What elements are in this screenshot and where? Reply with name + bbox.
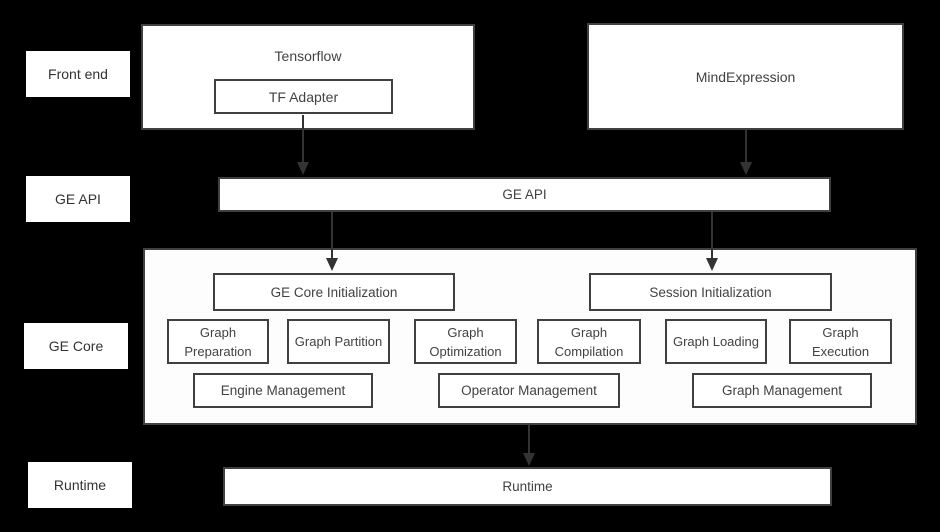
operator-management-box: Operator Management	[438, 373, 620, 408]
row-label-text: GE Core	[48, 338, 104, 354]
graph-partition-box: Graph Partition	[287, 319, 390, 364]
arrow-mind-expression-to-ge-api	[745, 130, 747, 162]
arrow-ge-core-to-runtime	[528, 425, 530, 453]
graph-partition-label: Graph Partition	[294, 334, 383, 349]
engine-management-label: Engine Management	[220, 383, 346, 398]
mind-expression-label: MindExpression	[695, 68, 796, 85]
arrow-ge-api-to-session-initialization	[711, 212, 713, 258]
tf-adapter-box: TF Adapter	[214, 79, 393, 114]
ge-core-initialization-box: GE Core Initialization	[213, 273, 455, 311]
graph-preparation-label: Graph Preparation	[184, 324, 252, 359]
row-label-front-end: Front end	[26, 51, 130, 97]
graph-execution-box: Graph Execution	[789, 319, 892, 364]
row-label-text: Front end	[48, 66, 108, 82]
runtime-label: Runtime	[502, 479, 553, 494]
operator-management-label: Operator Management	[461, 383, 597, 398]
tf-adapter-label: TF Adapter	[268, 88, 339, 105]
graph-compilation-box: Graph Compilation	[537, 319, 641, 364]
graph-preparation-box: Graph Preparation	[167, 319, 269, 364]
ge-api-bar: GE API	[218, 177, 831, 212]
row-label-runtime: Runtime	[28, 462, 132, 508]
arrow-ge-api-to-ge-core-initialization	[331, 212, 333, 258]
graph-loading-box: Graph Loading	[665, 319, 767, 364]
ge-core-initialization-label: GE Core Initialization	[270, 284, 398, 300]
row-label-text: GE API	[55, 191, 101, 207]
tensorflow-label: Tensorflow	[274, 48, 342, 64]
graph-management-box: Graph Management	[692, 373, 872, 408]
ge-api-label: GE API	[502, 187, 547, 202]
graph-optimization-label: Graph Optimization	[429, 324, 502, 359]
tensorflow-box: Tensorflow TF Adapter	[141, 24, 475, 130]
graph-loading-label: Graph Loading	[672, 334, 759, 349]
row-label-ge-api: GE API	[26, 176, 130, 222]
graph-management-label: Graph Management	[721, 383, 843, 398]
ge-core-box: GE Core Initialization Session Initializ…	[143, 248, 917, 425]
mind-expression-box: MindExpression	[587, 23, 904, 130]
graph-compilation-label: Graph Compilation	[554, 324, 624, 359]
session-initialization-box: Session Initialization	[589, 273, 832, 311]
arrow-tf-adapter-to-ge-api	[302, 115, 304, 162]
session-initialization-label: Session Initialization	[649, 284, 772, 300]
runtime-bar: Runtime	[223, 467, 832, 506]
row-label-text: Runtime	[53, 477, 107, 493]
graph-optimization-box: Graph Optimization	[414, 319, 517, 364]
graph-execution-label: Graph Execution	[811, 324, 870, 359]
row-label-ge-core: GE Core	[24, 323, 128, 369]
engine-management-box: Engine Management	[193, 373, 373, 408]
